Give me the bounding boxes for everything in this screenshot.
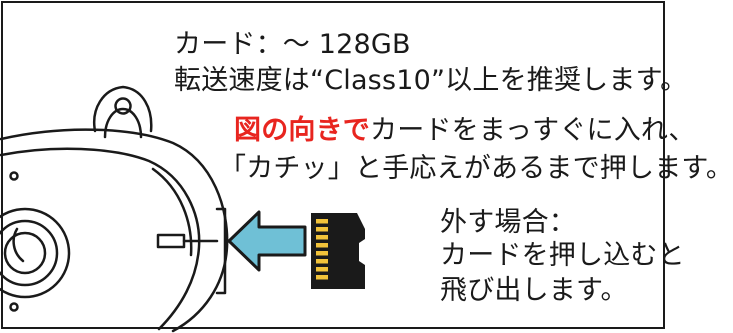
insert-arrow-icon [227,210,307,272]
insert-instruction-line2: 「カチッ」と手応えがあるまで押します。 [219,153,733,184]
speed-class-text: 転送速度は“Class10”以上を推奨します。 [174,65,688,96]
orientation-highlight: 図の向きで [234,115,370,146]
insert-instruction-rest: カードをまっすぐに入れ、 [370,115,696,146]
removal-heading: 外す場合： [440,207,576,238]
card-capacity-text: カード：～ 128GB [174,29,411,60]
removal-text-line1: カードを押し込むと [440,240,685,271]
camera-body-icon [0,85,229,333]
insert-instruction-line1: 図の向きでカードをまっすぐに入れ、 [234,115,696,147]
microsd-card-icon [311,213,365,289]
illustration [0,85,365,333]
removal-text-line2: 飛び出します。 [440,275,628,306]
